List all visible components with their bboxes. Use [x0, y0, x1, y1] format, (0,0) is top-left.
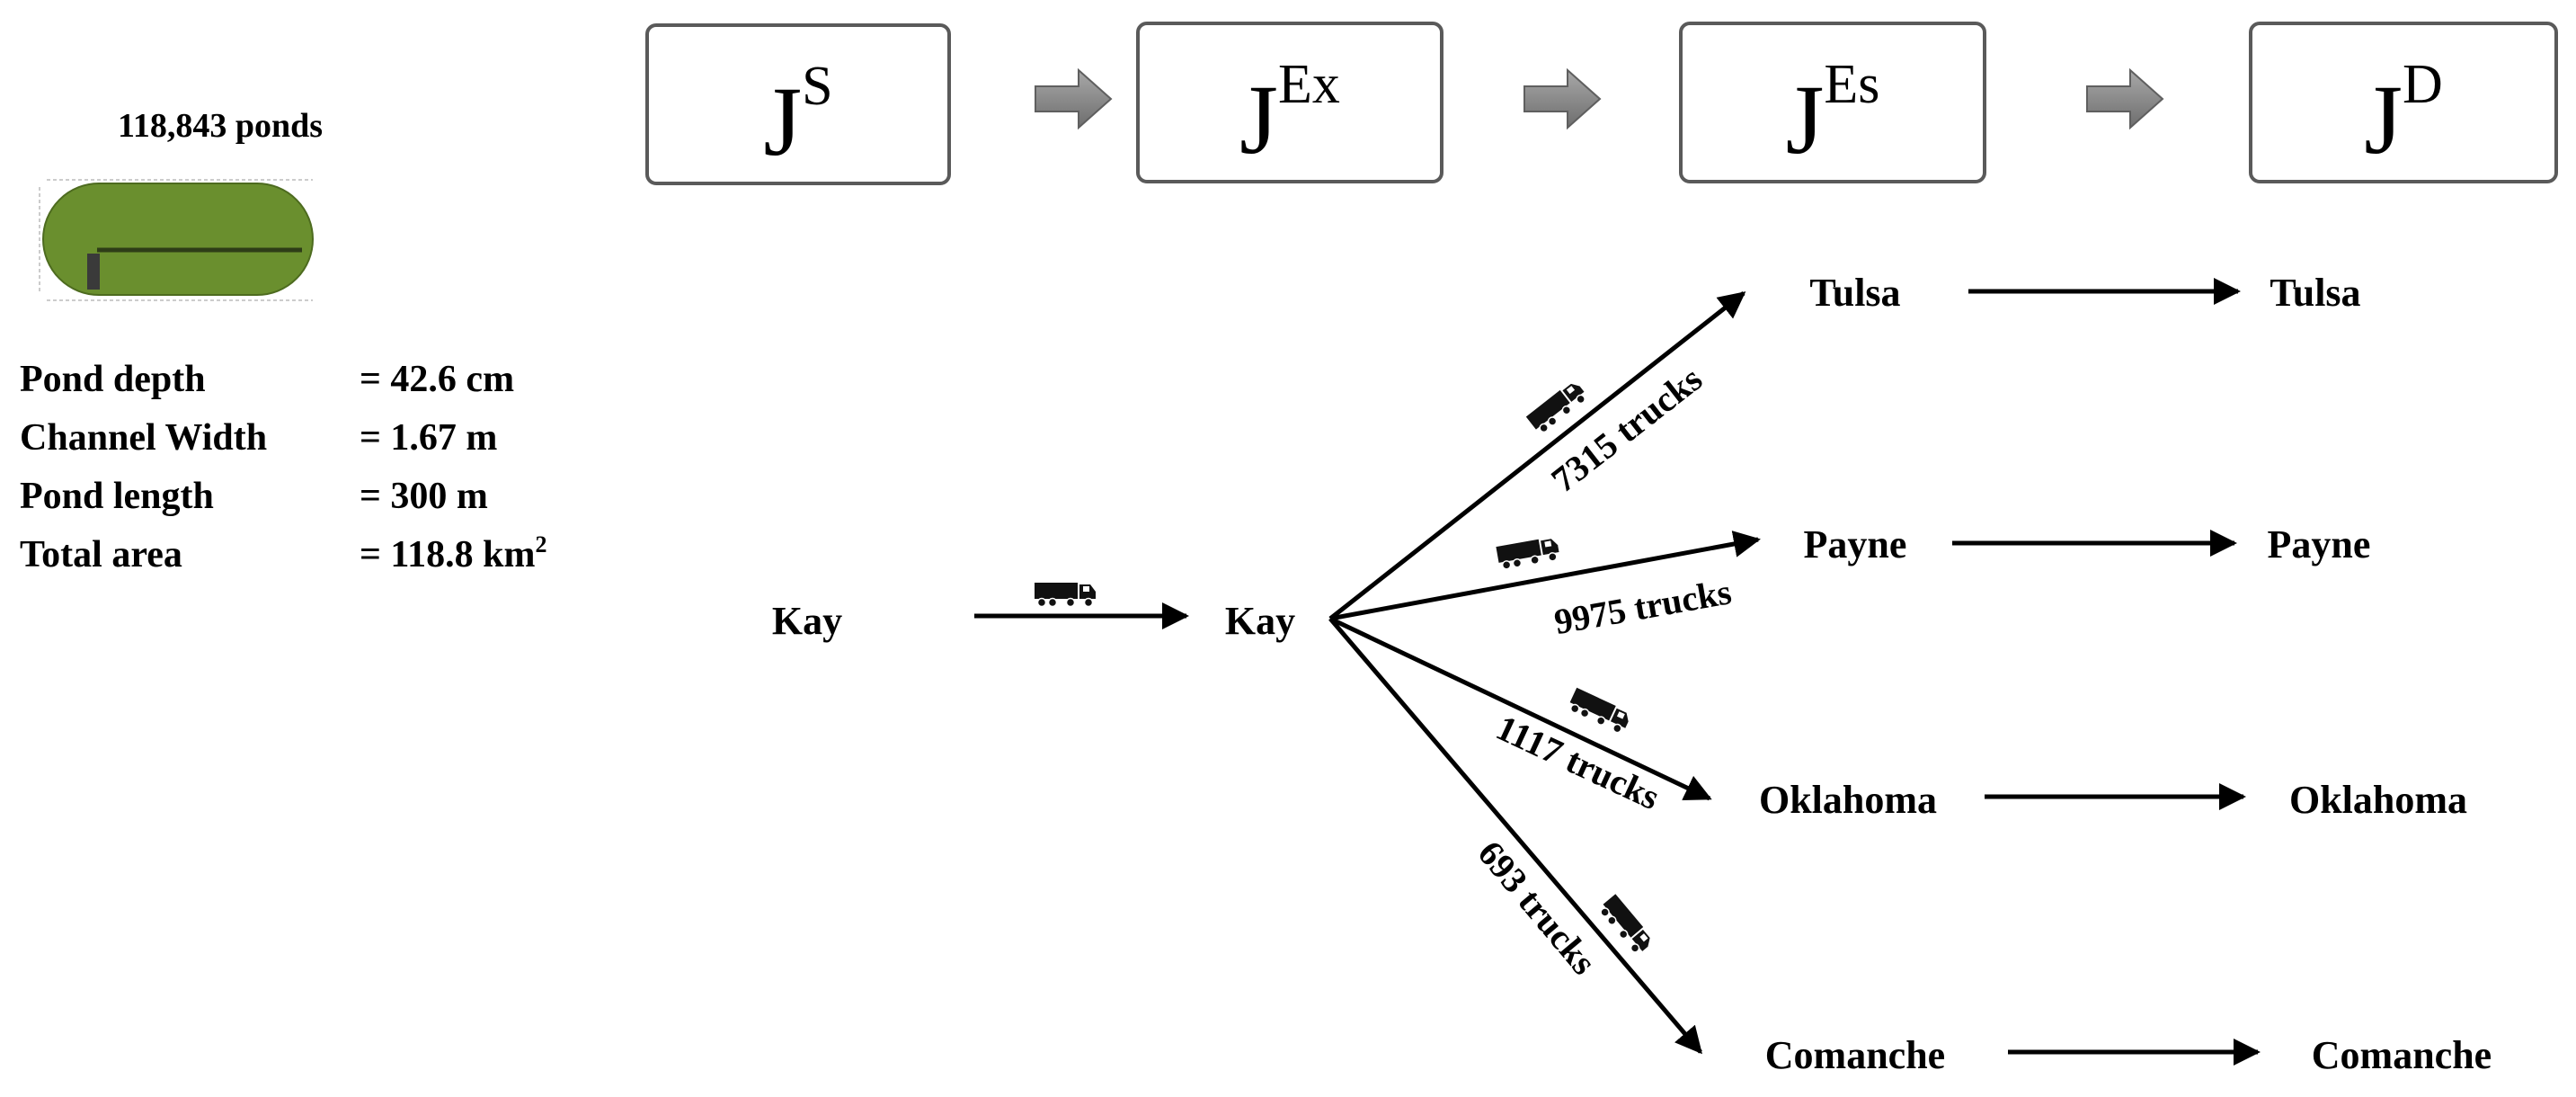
route-arrow [1329, 531, 1761, 621]
distribution-column: Tulsa Payne Oklahoma Comanche [2268, 271, 2492, 1077]
route-truck-count: 693 trucks [1470, 833, 1604, 982]
stage-symbol-sup: S [802, 56, 832, 117]
stage-symbol-sup: Ex [1278, 54, 1340, 115]
source-county: Kay [772, 599, 842, 643]
distribution-county: Tulsa [2270, 271, 2360, 315]
stage-box-frame [2249, 22, 2558, 183]
stage-symbol-sup: D [2403, 54, 2443, 115]
stage-row: JS JEx JEs JD [645, 22, 2558, 185]
truck-icon [1525, 378, 1590, 437]
pond-paddlewheel [87, 254, 100, 290]
truck-icon [1495, 535, 1561, 571]
stage-box-frame [1136, 22, 1443, 183]
spec-value: = 42.6 cm [360, 359, 514, 400]
stage-box: JEx [1136, 22, 1443, 183]
spec-label: Channel Width [20, 417, 267, 459]
spec-label: Pond length [20, 476, 214, 517]
esterification-county: Oklahoma [1759, 778, 1937, 822]
spec-value: = 118.8 km2 [360, 531, 546, 575]
stage-box: JD [2249, 22, 2558, 183]
stage-flow-arrow-icon [1035, 67, 1113, 130]
esterification-column: Tulsa Payne Oklahoma Comanche [1759, 271, 1945, 1077]
truck-icon [1596, 893, 1656, 958]
route-fan: 7315 trucks 9975 trucks 1117 trucks 693 … [1328, 291, 1761, 1055]
stage-symbol: JS [763, 56, 832, 176]
route-truck-count: 9975 trucks [1551, 571, 1735, 642]
stage-symbol-base: J [1239, 65, 1278, 174]
distribution-county: Oklahoma [2289, 778, 2467, 822]
stage-symbol-sup: Es [1824, 54, 1879, 115]
spec-label: Pond depth [20, 359, 206, 400]
stage-symbol-base: J [763, 67, 802, 176]
stage-symbol-base: J [1786, 65, 1825, 174]
stage-box-frame [645, 23, 951, 185]
stage-symbol: JEx [1239, 54, 1340, 174]
pond-info-panel: 118,843 ponds Pond depth = 42.6 cm Chann… [20, 107, 546, 575]
spec-label: Total area [20, 534, 182, 575]
stage-flow-arrow-icon [2086, 67, 2164, 130]
pond-count-label: 118,843 ponds [118, 107, 323, 145]
esterification-county: Comanche [1765, 1033, 1945, 1077]
spec-value: = 1.67 m [360, 417, 497, 459]
distribution-county: Payne [2268, 522, 2371, 566]
pond-spec-list: Pond depth = 42.6 cm Channel Width = 1.6… [20, 359, 546, 575]
route-arrow [1328, 616, 1712, 801]
truck-icon [1566, 687, 1633, 736]
spec-value-text: = 118.8 km [360, 534, 535, 575]
esterification-county: Tulsa [1809, 271, 1900, 315]
spec-value-superscript: 2 [535, 531, 546, 557]
source-extraction-link: Kay Kay [772, 582, 1295, 643]
route-truck-count: 1117 trucks [1490, 707, 1666, 817]
stage-symbol: JD [2364, 54, 2443, 174]
stage-box: JEs [1679, 22, 1986, 183]
distribution-arrows [1952, 278, 2261, 1066]
distribution-county: Comanche [2312, 1033, 2492, 1077]
route-arrow [1328, 617, 1702, 1055]
stage-box-frame [1679, 22, 1986, 183]
truck-icon [1034, 582, 1097, 608]
pond-illustration [39, 179, 314, 301]
extraction-county: Kay [1225, 599, 1295, 643]
stage-box: JS [645, 23, 951, 185]
spec-value: = 300 m [360, 476, 488, 517]
stage-symbol-base: J [2364, 65, 2403, 174]
stage-flow-arrow-icon [1523, 67, 1602, 130]
pond-body [42, 183, 314, 296]
stage-symbol: JEs [1786, 54, 1880, 174]
route-arrow [1328, 291, 1746, 620]
esterification-county: Payne [1804, 522, 1907, 566]
